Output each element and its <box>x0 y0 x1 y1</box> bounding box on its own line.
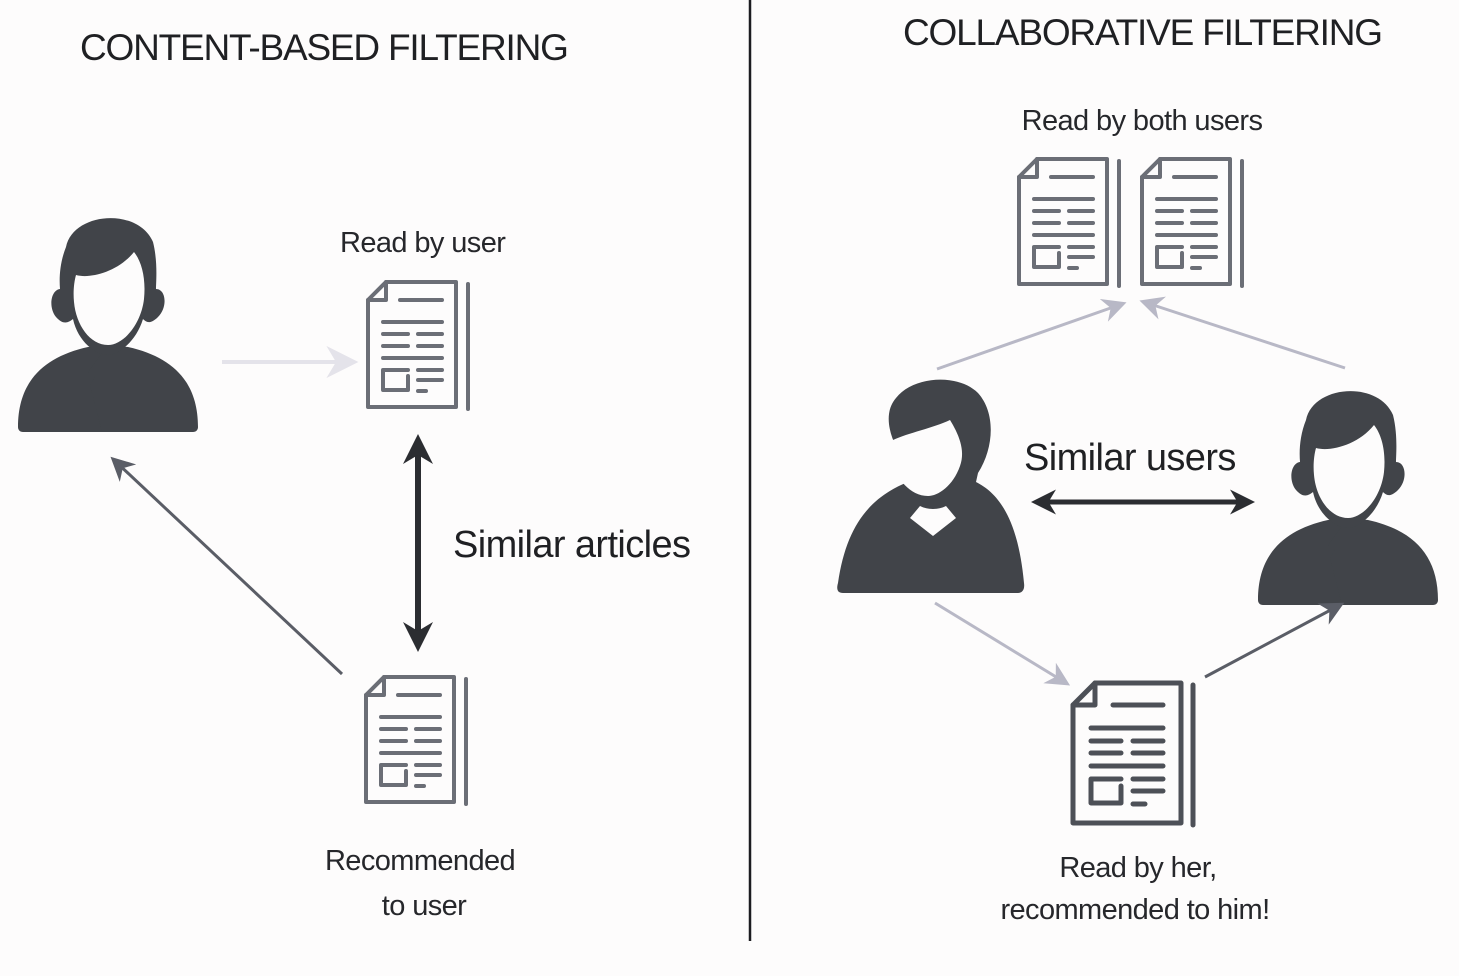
read-by-her-label-line1: Read by her, <box>1059 852 1216 884</box>
collaborative-title: COLLABORATIVE FILTERING <box>903 12 1382 53</box>
recommended-label-line2: to user <box>382 890 467 922</box>
her-read-arrow <box>936 299 1127 371</box>
female-user-icon <box>837 379 1025 593</box>
article-document-icon <box>366 280 470 411</box>
male-user-icon-right <box>1258 391 1438 605</box>
read-by-user-label: Read by user <box>340 227 506 259</box>
collaborative-panel: COLLABORATIVE FILTERING Read by both use… <box>837 12 1438 926</box>
recommended-label-line1: Recommended <box>325 845 515 877</box>
recommended-document-icon-right <box>1073 683 1193 825</box>
recommended-document-icon <box>364 675 468 806</box>
shared-document-icon-2 <box>1140 157 1244 288</box>
content-based-title: CONTENT-BASED FILTERING <box>80 27 568 68</box>
read-by-her-label-line2: recommended to him! <box>1000 894 1269 926</box>
similar-articles-label: Similar articles <box>453 524 690 566</box>
similar-users-label: Similar users <box>1024 437 1236 479</box>
recommend-arrow <box>110 456 344 676</box>
read-by-both-label: Read by both users <box>1022 105 1263 137</box>
shared-document-icon-1 <box>1017 157 1121 288</box>
her-to-doc-arrow <box>934 601 1071 686</box>
doc-to-him-arrow <box>1204 602 1345 679</box>
male-user-icon <box>18 218 198 432</box>
his-read-arrow <box>1139 296 1346 370</box>
content-based-panel: CONTENT-BASED FILTERING Read by user Sim… <box>18 27 691 922</box>
